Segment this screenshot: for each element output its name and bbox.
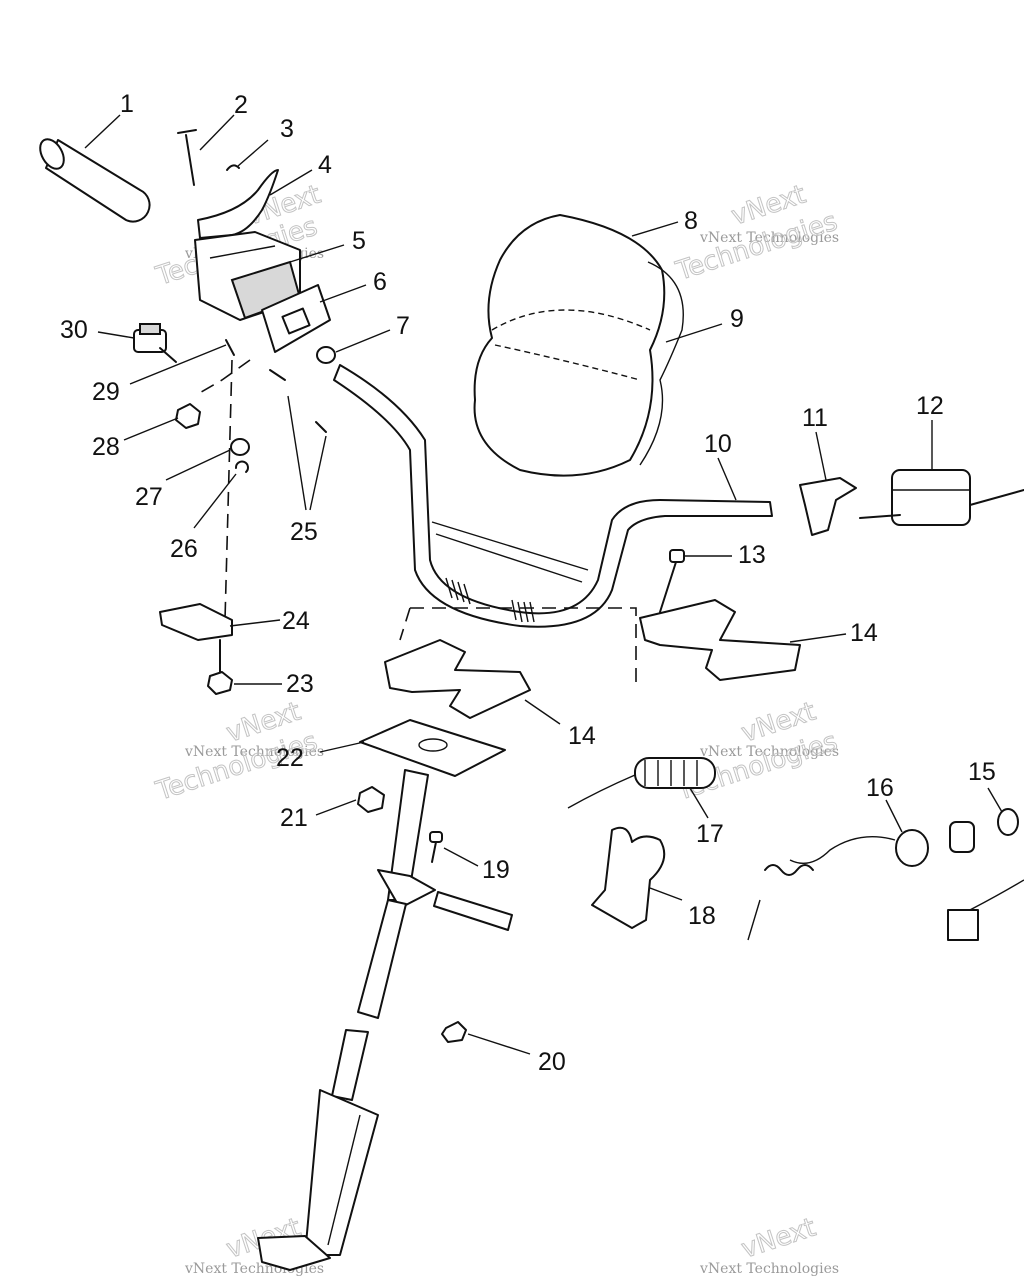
callout-7: 7 <box>396 312 410 340</box>
part-brake-bracket <box>799 477 857 536</box>
svg-text:vNext Technologies: vNext Technologies <box>699 230 839 246</box>
part-switch <box>133 323 177 363</box>
handlebar-knurl-right <box>511 599 535 623</box>
callout-28: 28 <box>92 433 120 461</box>
part-nut-28 <box>175 403 201 429</box>
callout-25: 25 <box>290 518 318 546</box>
watermark-bottom-right: vNext vNext Technologies <box>699 1212 839 1277</box>
part-screws-25 <box>269 369 327 433</box>
callout-labels: 1 2 3 4 5 6 7 8 9 10 11 12 13 14 14 15 1… <box>60 90 996 1076</box>
part-wiring-coil <box>567 757 716 809</box>
callout-19: 19 <box>482 856 510 884</box>
svg-text:vNext Technologies: vNext Technologies <box>699 744 839 760</box>
part-screw-19 <box>429 831 443 863</box>
callout-22: 22 <box>276 744 304 772</box>
callout-6: 6 <box>373 268 387 296</box>
callout-17: 17 <box>696 820 724 848</box>
part-steering-post <box>257 719 506 1271</box>
part-housing-cover <box>261 284 331 353</box>
part-mounting-plate <box>159 603 233 641</box>
part-throttle-housing <box>194 231 302 321</box>
callout-23: 23 <box>286 670 314 698</box>
callout-18: 18 <box>688 902 716 930</box>
callout-3: 3 <box>280 115 294 143</box>
part-pad-cover <box>639 261 684 466</box>
callout-10: 10 <box>704 430 732 458</box>
part-lock-washer <box>235 460 249 473</box>
callout-14-lower: 14 <box>568 722 596 750</box>
part-shaft <box>433 891 513 1043</box>
part-bushing <box>316 346 336 364</box>
callout-12: 12 <box>916 392 944 420</box>
part-bolt-13 <box>659 549 685 613</box>
callout-11: 11 <box>802 404 828 432</box>
callout-8: 8 <box>684 207 698 235</box>
callout-15: 15 <box>968 758 996 786</box>
part-master-cylinder <box>859 469 1024 526</box>
watermark-middle-right: vNext vNext Technologies Technologies <box>671 696 841 807</box>
part-flat-washer <box>230 438 250 456</box>
callout-27: 27 <box>135 483 163 511</box>
part-throttle-lever <box>197 169 279 239</box>
callout-21: 21 <box>280 804 308 832</box>
part-screw-23 <box>207 639 233 695</box>
part-upper-clamp <box>639 599 801 681</box>
part-washer <box>997 808 1019 836</box>
callout-13: 13 <box>738 541 766 569</box>
callout-24: 24 <box>282 607 310 635</box>
callout-1: 1 <box>120 90 134 118</box>
callout-5: 5 <box>352 227 366 255</box>
callout-14-upper: 14 <box>850 619 878 647</box>
leader-lines <box>84 114 1003 1055</box>
callout-26: 26 <box>170 535 198 563</box>
part-pin <box>177 129 197 186</box>
part-handlebar <box>333 364 773 628</box>
svg-text:vNext Technologies: vNext Technologies <box>699 1261 839 1277</box>
handlebar-knurl-left <box>445 577 471 605</box>
part-bracket <box>591 826 666 929</box>
callout-9: 9 <box>730 305 744 333</box>
part-clip <box>226 164 240 171</box>
part-screw-29 <box>225 339 235 356</box>
svg-text:vNext Technologies: vNext Technologies <box>184 744 324 760</box>
callout-2: 2 <box>234 91 248 119</box>
part-nut-21 <box>357 786 385 813</box>
callout-30: 30 <box>60 316 88 344</box>
routing-dashes <box>195 359 637 686</box>
svg-text:vNext: vNext <box>738 1213 820 1265</box>
callout-20: 20 <box>538 1048 566 1076</box>
part-lower-clamp <box>384 639 531 719</box>
callout-4: 4 <box>318 151 332 179</box>
part-handlebar-pad <box>473 214 666 477</box>
part-kill-switch <box>747 821 1024 941</box>
callout-29: 29 <box>92 378 120 406</box>
callout-16: 16 <box>866 774 894 802</box>
part-hand-grip <box>39 138 151 223</box>
